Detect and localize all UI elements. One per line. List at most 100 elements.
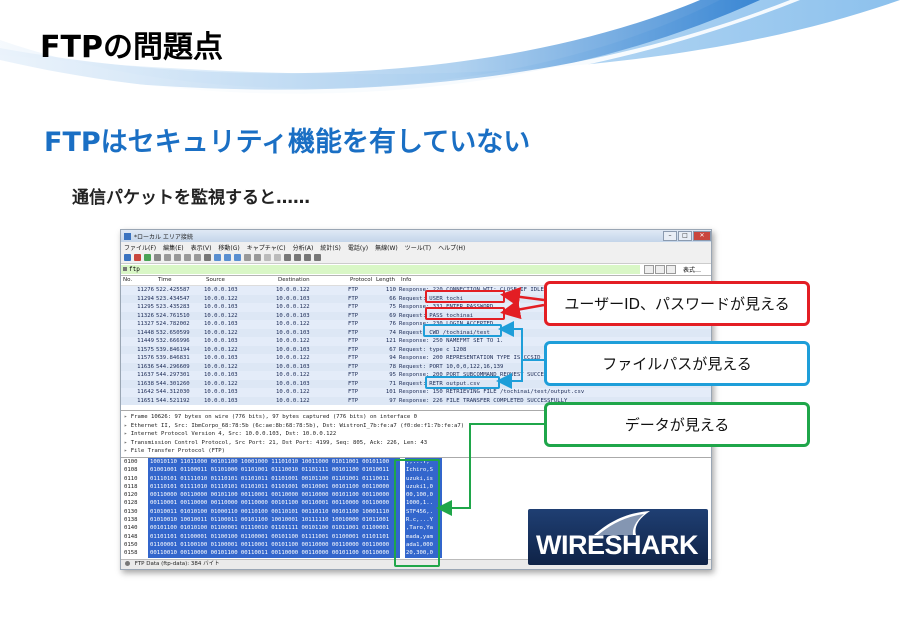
col-length[interactable]: Length xyxy=(376,277,395,283)
hex-offset: 0130 xyxy=(124,508,138,515)
forward-icon[interactable] xyxy=(224,254,231,261)
packet-no: 11575 xyxy=(137,346,154,353)
menu-view[interactable]: 表示(V) xyxy=(190,244,212,252)
close-file-icon[interactable] xyxy=(184,254,191,261)
packet-info: Response: 200 PORT SUBCOMMAND REQUEST SU… xyxy=(399,372,561,378)
detail-frame[interactable]: Frame 10626: 97 bytes on wire (776 bits)… xyxy=(124,413,711,422)
hex-offset: 0128 xyxy=(124,500,138,507)
autoscroll-icon[interactable] xyxy=(264,254,271,261)
col-source[interactable]: Source xyxy=(206,277,225,283)
start-capture-icon[interactable] xyxy=(124,254,131,261)
shark-fin-icon xyxy=(594,511,650,535)
hex-row[interactable]: 0110 01110101 01111010 01110101 01101011 … xyxy=(121,474,711,483)
display-filter-input[interactable]: ftp xyxy=(121,265,640,274)
first-packet-icon[interactable] xyxy=(244,254,251,261)
packet-protocol: FTP xyxy=(348,380,359,387)
detail-ethernet[interactable]: Ethernet II, Src: IbmCorpo_68:78:5b (6c:… xyxy=(124,422,711,431)
detail-tcp[interactable]: Transmission Control Protocol, Src Port:… xyxy=(124,439,711,448)
col-destination[interactable]: Destination xyxy=(278,277,310,283)
clear-filter-icon[interactable] xyxy=(643,265,654,274)
col-no[interactable]: No. xyxy=(123,277,133,283)
packet-time: 523.435283 xyxy=(156,304,190,310)
find-icon[interactable] xyxy=(204,254,211,261)
maximize-button[interactable]: □ xyxy=(678,231,692,241)
hex-offset: 0150 xyxy=(124,541,138,548)
packet-protocol: FTP xyxy=(348,338,359,344)
last-packet-icon[interactable] xyxy=(254,254,261,261)
menu-help[interactable]: ヘルプ(H) xyxy=(438,244,466,252)
packet-info: Request: RETR output.csv xyxy=(399,380,480,387)
menu-statistics[interactable]: 統計(S) xyxy=(320,244,341,252)
hex-offset: 0110 xyxy=(124,475,138,482)
menu-telephony[interactable]: 電話(y) xyxy=(347,244,369,252)
apply-filter-icon[interactable] xyxy=(654,265,665,274)
hex-bits: 01110101 01111010 01110101 01101011 0110… xyxy=(148,482,400,492)
col-protocol[interactable]: Protocol xyxy=(350,277,373,283)
menubar: ファイル(F) 編集(E) 表示(V) 移動(G) キャプチャ(C) 分析(A)… xyxy=(121,242,711,252)
resize-columns-icon[interactable] xyxy=(314,254,321,261)
zoom-reset-icon[interactable] xyxy=(304,254,311,261)
back-icon[interactable] xyxy=(214,254,221,261)
menu-edit[interactable]: 編集(E) xyxy=(163,244,184,252)
packet-protocol: FTP xyxy=(348,287,359,293)
menu-file[interactable]: ファイル(F) xyxy=(124,244,157,252)
col-info[interactable]: Info xyxy=(401,277,412,283)
close-button[interactable]: ✕ xyxy=(693,231,711,241)
stop-capture-icon[interactable] xyxy=(134,254,141,261)
menu-analyze[interactable]: 分析(A) xyxy=(292,244,314,252)
col-time[interactable]: Time xyxy=(158,277,172,283)
packet-time: 532.650599 xyxy=(156,329,190,336)
options-icon[interactable] xyxy=(154,254,161,261)
menu-wireless[interactable]: 無線(W) xyxy=(375,244,398,252)
hex-ascii: R.c,...Y xyxy=(405,516,442,525)
hex-bits: 01110101 01111010 01110101 01101011 0110… xyxy=(148,474,400,483)
packet-destination: 10.0.0.122 xyxy=(276,389,310,395)
detail-ip[interactable]: Internet Protocol Version 4, Src: 10.0.0… xyxy=(124,430,711,439)
filter-expression-button[interactable]: 表式… xyxy=(682,267,701,274)
zoom-in-icon[interactable] xyxy=(284,254,291,261)
packet-protocol: FTP xyxy=(348,372,359,378)
menu-tools[interactable]: ツール(T) xyxy=(404,244,432,252)
hex-bits: 00110001 00110000 00110000 00110000 0010… xyxy=(148,499,400,508)
filter-dropdown-icon[interactable] xyxy=(665,265,676,274)
hex-row[interactable]: 0128 00110001 00110000 00110000 00110000 … xyxy=(121,499,711,508)
menu-capture[interactable]: キャプチャ(C) xyxy=(246,244,286,252)
goto-icon[interactable] xyxy=(234,254,241,261)
restart-capture-icon[interactable] xyxy=(144,254,151,261)
packet-destination: 10.0.0.122 xyxy=(276,321,310,327)
packet-length: 94 xyxy=(389,355,396,361)
minimize-button[interactable]: – xyxy=(663,231,677,241)
save-file-icon[interactable] xyxy=(174,254,181,261)
reload-icon[interactable] xyxy=(194,254,201,261)
open-file-icon[interactable] xyxy=(164,254,171,261)
packet-length: 110 xyxy=(385,287,396,293)
menu-go[interactable]: 移動(G) xyxy=(218,244,240,252)
packet-destination: 10.0.0.122 xyxy=(276,287,310,293)
detail-ftp[interactable]: File Transfer Protocol (FTP) xyxy=(124,447,711,456)
hex-ascii: 20,300,0 xyxy=(405,549,442,558)
colorize-icon[interactable] xyxy=(274,254,281,261)
packet-source: 10.0.0.122 xyxy=(204,329,238,336)
zoom-out-icon[interactable] xyxy=(294,254,301,261)
